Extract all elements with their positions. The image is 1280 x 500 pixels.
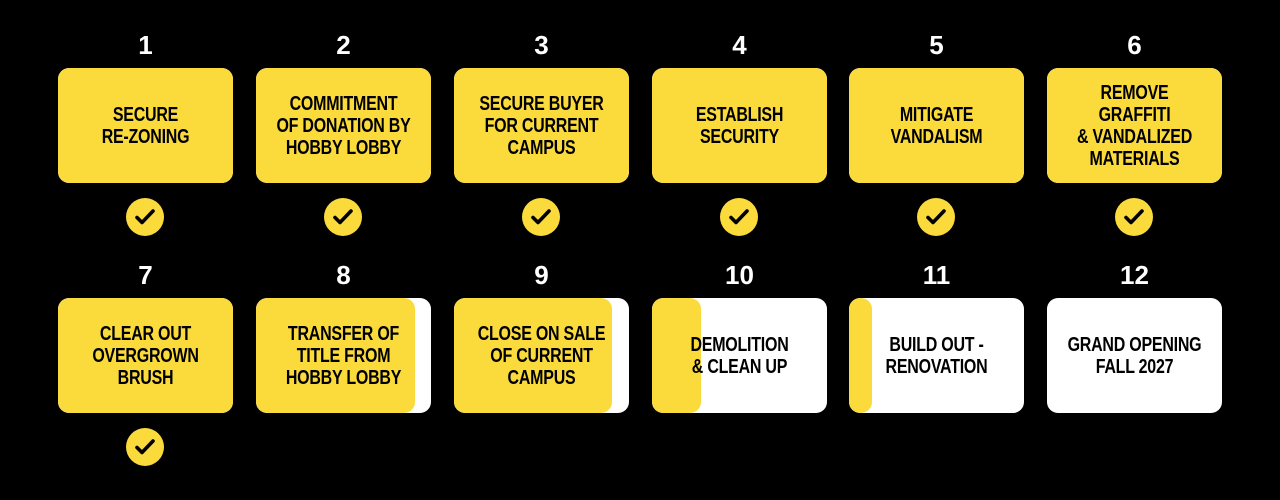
step-number: 5: [929, 30, 944, 60]
step-box: MITIGATE VANDALISM: [849, 68, 1024, 183]
step-7: 7 CLEAR OUT OVERGROWN BRUSH: [58, 260, 233, 466]
step-12: 12 GRAND OPENING FALL 2027: [1047, 260, 1222, 413]
step-10: 10 DEMOLITION & CLEAN UP: [652, 260, 827, 413]
step-box: REMOVE GRAFFITI & VANDALIZED MATERIALS: [1047, 68, 1222, 183]
step-number: 8: [336, 260, 351, 290]
step-number: 7: [138, 260, 153, 290]
progress-fill: [256, 68, 431, 183]
step-box: COMMITMENT OF DONATION BY HOBBY LOBBY: [256, 68, 431, 183]
checkmark-icon: [917, 198, 955, 236]
step-label: SECURE BUYER FOR CURRENT CAMPUS: [479, 92, 604, 159]
step-9: 9 CLOSE ON SALE OF CURRENT CAMPUS: [454, 260, 629, 413]
step-number: 1: [138, 30, 153, 60]
step-5: 5 MITIGATE VANDALISM: [849, 30, 1024, 236]
step-number: 10: [725, 260, 754, 290]
step-number: 2: [336, 30, 351, 60]
checkmark-icon: [126, 428, 164, 466]
step-11: 11 BUILD OUT - RENOVATION: [849, 260, 1024, 413]
progress-fill: [849, 298, 872, 413]
step-box: CLEAR OUT OVERGROWN BRUSH: [58, 298, 233, 413]
step-number: 12: [1120, 260, 1149, 290]
step-box: TRANSFER OF TITLE FROM HOBBY LOBBY: [256, 298, 431, 413]
checkmark-icon: [522, 198, 560, 236]
step-label: MITIGATE VANDALISM: [890, 103, 983, 148]
progress-fill: [58, 68, 233, 183]
progress-fill: [652, 298, 701, 413]
step-label: COMMITMENT OF DONATION BY HOBBY LOBBY: [276, 92, 411, 159]
step-label: SECURE RE-ZONING: [101, 103, 190, 148]
progress-fill: [58, 298, 233, 413]
step-box: GRAND OPENING FALL 2027: [1047, 298, 1222, 413]
step-box: DEMOLITION & CLEAN UP: [652, 298, 827, 413]
step-4: 4 ESTABLISH SECURITY: [652, 30, 827, 236]
step-8: 8 TRANSFER OF TITLE FROM HOBBY LOBBY: [256, 260, 431, 413]
step-box: BUILD OUT - RENOVATION: [849, 298, 1024, 413]
step-label: CLOSE ON SALE OF CURRENT CAMPUS: [477, 322, 606, 389]
step-number: 3: [534, 30, 549, 60]
step-number: 4: [732, 30, 747, 60]
step-label: GRAND OPENING FALL 2027: [1067, 333, 1202, 378]
checkmark-icon: [1115, 198, 1153, 236]
step-number: 11: [922, 260, 951, 290]
step-number: 9: [534, 260, 549, 290]
progress-fill: [454, 298, 612, 413]
step-number: 6: [1127, 30, 1142, 60]
step-label: ESTABLISH SECURITY: [695, 103, 784, 148]
progress-fill: [652, 68, 827, 183]
progress-fill: [256, 298, 416, 413]
step-box: CLOSE ON SALE OF CURRENT CAMPUS: [454, 298, 629, 413]
step-label: CLEAR OUT OVERGROWN BRUSH: [92, 322, 199, 389]
step-label: DEMOLITION & CLEAN UP: [690, 333, 789, 378]
progress-fill: [454, 68, 629, 183]
checkmark-icon: [720, 198, 758, 236]
step-box: ESTABLISH SECURITY: [652, 68, 827, 183]
progress-fill: [1047, 68, 1222, 183]
progress-fill: [849, 68, 1024, 183]
step-6: 6 REMOVE GRAFFITI & VANDALIZED MATERIALS: [1047, 30, 1222, 236]
step-box: SECURE RE-ZONING: [58, 68, 233, 183]
checkmark-icon: [324, 198, 362, 236]
step-label: BUILD OUT - RENOVATION: [885, 333, 988, 378]
step-3: 3 SECURE BUYER FOR CURRENT CAMPUS: [454, 30, 629, 236]
step-2: 2 COMMITMENT OF DONATION BY HOBBY LOBBY: [256, 30, 431, 236]
checkmark-icon: [126, 198, 164, 236]
step-box: SECURE BUYER FOR CURRENT CAMPUS: [454, 68, 629, 183]
step-label: TRANSFER OF TITLE FROM HOBBY LOBBY: [285, 322, 402, 389]
step-label: REMOVE GRAFFITI & VANDALIZED MATERIALS: [1076, 81, 1193, 170]
step-1: 1 SECURE RE-ZONING: [58, 30, 233, 236]
